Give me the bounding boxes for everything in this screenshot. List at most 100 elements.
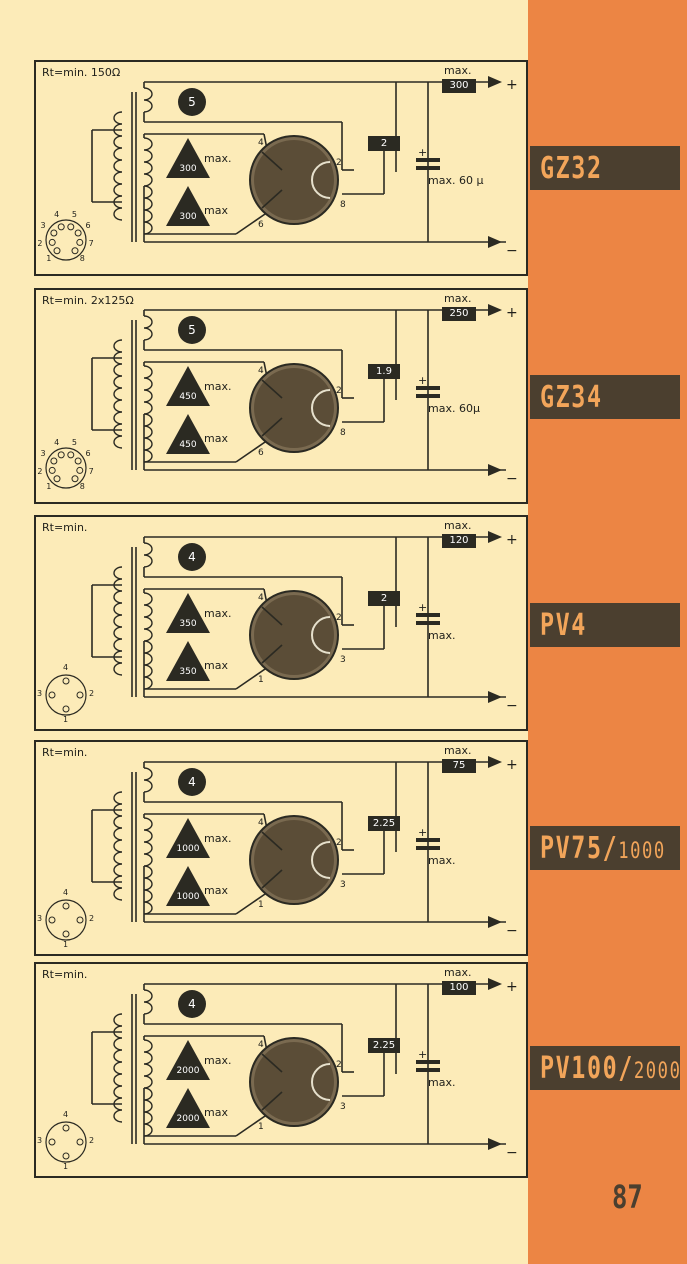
tube-pin-b: 2 bbox=[336, 838, 342, 848]
winding-voltage-2-label: max bbox=[204, 659, 228, 672]
filament-winding bbox=[143, 767, 153, 793]
tube-pin-a: 4 bbox=[258, 138, 264, 148]
tube-interior bbox=[254, 1042, 334, 1122]
tube-pin-c: 1 bbox=[258, 1122, 264, 1132]
tube-pin-b: 2 bbox=[336, 613, 342, 623]
tube-tab-pv100-2000: PV100/2000 bbox=[530, 1046, 680, 1090]
winding-voltage-2: 2000 bbox=[176, 1114, 200, 1124]
socket-diagram bbox=[45, 219, 87, 261]
page-number: 87 bbox=[612, 1178, 643, 1216]
socket-pin-label: 1 bbox=[63, 1162, 69, 1171]
socket-pin-hole bbox=[67, 223, 75, 231]
negative-terminal-label: − bbox=[506, 1145, 518, 1161]
socket-diagram bbox=[45, 1121, 87, 1163]
output-voltage-value: 75 bbox=[442, 759, 476, 773]
tube-name: PV100/2000 bbox=[540, 1050, 682, 1086]
output-voltage-max-label: max. bbox=[444, 519, 472, 532]
socket-pin-label: 2 bbox=[37, 466, 43, 476]
anode-plate-a bbox=[261, 151, 283, 171]
positive-terminal-label: + bbox=[506, 77, 518, 93]
capacitor-plus-label: + bbox=[418, 826, 428, 839]
hv-wire-anode-b bbox=[235, 666, 269, 690]
schematic-drawing bbox=[45, 531, 506, 716]
negative-arrow bbox=[488, 1138, 502, 1150]
socket-pin-label: 4 bbox=[63, 888, 69, 897]
cap-plate-top bbox=[416, 1060, 440, 1064]
anode-plate-a bbox=[261, 606, 283, 626]
socket-pin-label: 5 bbox=[71, 209, 77, 219]
capacitor-plus-label: + bbox=[418, 374, 428, 387]
filament-voltage-value: 5 bbox=[178, 316, 206, 344]
socket-pin-label: 4 bbox=[54, 437, 60, 447]
capacitor-label: max. bbox=[428, 1076, 456, 1089]
tube-rating: 1000 bbox=[618, 838, 666, 864]
tube-pin-d: 8 bbox=[340, 200, 346, 210]
winding-voltage-triangle-2 bbox=[166, 1088, 210, 1128]
tube-pin-c: 6 bbox=[258, 448, 264, 458]
socket-pin-label: 7 bbox=[88, 466, 94, 476]
capacitor-label: max. 60 μ bbox=[428, 174, 484, 187]
cap-plate-top bbox=[416, 838, 440, 842]
socket-pin-hole bbox=[50, 457, 58, 465]
socket-pin-hole bbox=[57, 451, 65, 459]
cathode-arc bbox=[311, 1063, 331, 1101]
output-voltage-value: 100 bbox=[442, 981, 476, 995]
positive-arrow bbox=[488, 756, 502, 768]
socket-pin-hole bbox=[76, 466, 84, 474]
socket-pin-hole bbox=[62, 1124, 70, 1132]
winding-voltage-1: 300 bbox=[179, 164, 197, 174]
socket-pin-hole bbox=[48, 238, 56, 246]
primary-coil bbox=[113, 111, 123, 221]
winding-voltage-1: 350 bbox=[179, 619, 197, 629]
tube-pin-c: 6 bbox=[258, 220, 264, 230]
winding-voltage-1-label: max. bbox=[204, 1054, 232, 1067]
socket-pin-hole bbox=[76, 1138, 84, 1146]
tube-pin-c: 1 bbox=[258, 675, 264, 685]
socket-pin-label: 7 bbox=[88, 238, 94, 248]
socket-pin-hole bbox=[76, 916, 84, 924]
cap-plate-top bbox=[416, 386, 440, 390]
socket-pin-label: 1 bbox=[63, 715, 69, 724]
cathode-arc bbox=[311, 389, 331, 427]
primary-coil bbox=[113, 339, 123, 449]
tube-pin-d: 8 bbox=[340, 428, 346, 438]
socket-pin-label: 8 bbox=[79, 481, 85, 491]
tube-interior bbox=[254, 820, 334, 900]
negative-terminal-label: − bbox=[506, 243, 518, 259]
tube-tab-pv75-1000: PV75/1000 bbox=[530, 826, 680, 870]
winding-voltage-1-label: max. bbox=[204, 607, 232, 620]
winding-voltage-1-label: max. bbox=[204, 380, 232, 393]
tube-pin-a: 4 bbox=[258, 1040, 264, 1050]
capacitor-label: max. bbox=[428, 629, 456, 642]
filament-winding bbox=[143, 989, 153, 1015]
socket-pin-label: 3 bbox=[37, 914, 43, 923]
source-resistance-label: Rt=min. 150Ω bbox=[42, 66, 121, 79]
winding-voltage-triangle-2 bbox=[166, 641, 210, 681]
capacitor-plus-label: + bbox=[418, 146, 428, 159]
socket-diagram bbox=[45, 447, 87, 489]
socket-pin-hole bbox=[74, 229, 82, 237]
winding-voltage-triangle-1 bbox=[166, 818, 210, 858]
socket-pin-label: 1 bbox=[63, 940, 69, 949]
tube-pin-d: 3 bbox=[340, 880, 346, 890]
socket-pin-label: 4 bbox=[54, 209, 60, 219]
socket-pin-label: 3 bbox=[40, 449, 46, 458]
tube-tab-gz32: GZ32 bbox=[530, 146, 680, 190]
positive-terminal-label: + bbox=[506, 305, 518, 321]
output-voltage-value: 250 bbox=[442, 307, 476, 321]
positive-arrow bbox=[488, 531, 502, 543]
positive-arrow bbox=[488, 978, 502, 990]
schematic-drawing bbox=[45, 756, 506, 941]
negative-terminal-label: − bbox=[506, 698, 518, 714]
socket-diagram bbox=[45, 674, 87, 716]
socket-pin-hole bbox=[76, 691, 84, 699]
winding-voltage-1: 1000 bbox=[176, 844, 200, 854]
primary-coil bbox=[113, 791, 123, 901]
winding-voltage-triangle-2 bbox=[166, 866, 210, 906]
winding-voltage-2-label: max bbox=[204, 1106, 228, 1119]
socket-pin-label: 2 bbox=[89, 1136, 95, 1145]
tube-pin-b: 2 bbox=[336, 386, 342, 396]
negative-terminal-label: − bbox=[506, 471, 518, 487]
tube-interior bbox=[254, 368, 334, 448]
anode-plate-a bbox=[261, 831, 283, 851]
